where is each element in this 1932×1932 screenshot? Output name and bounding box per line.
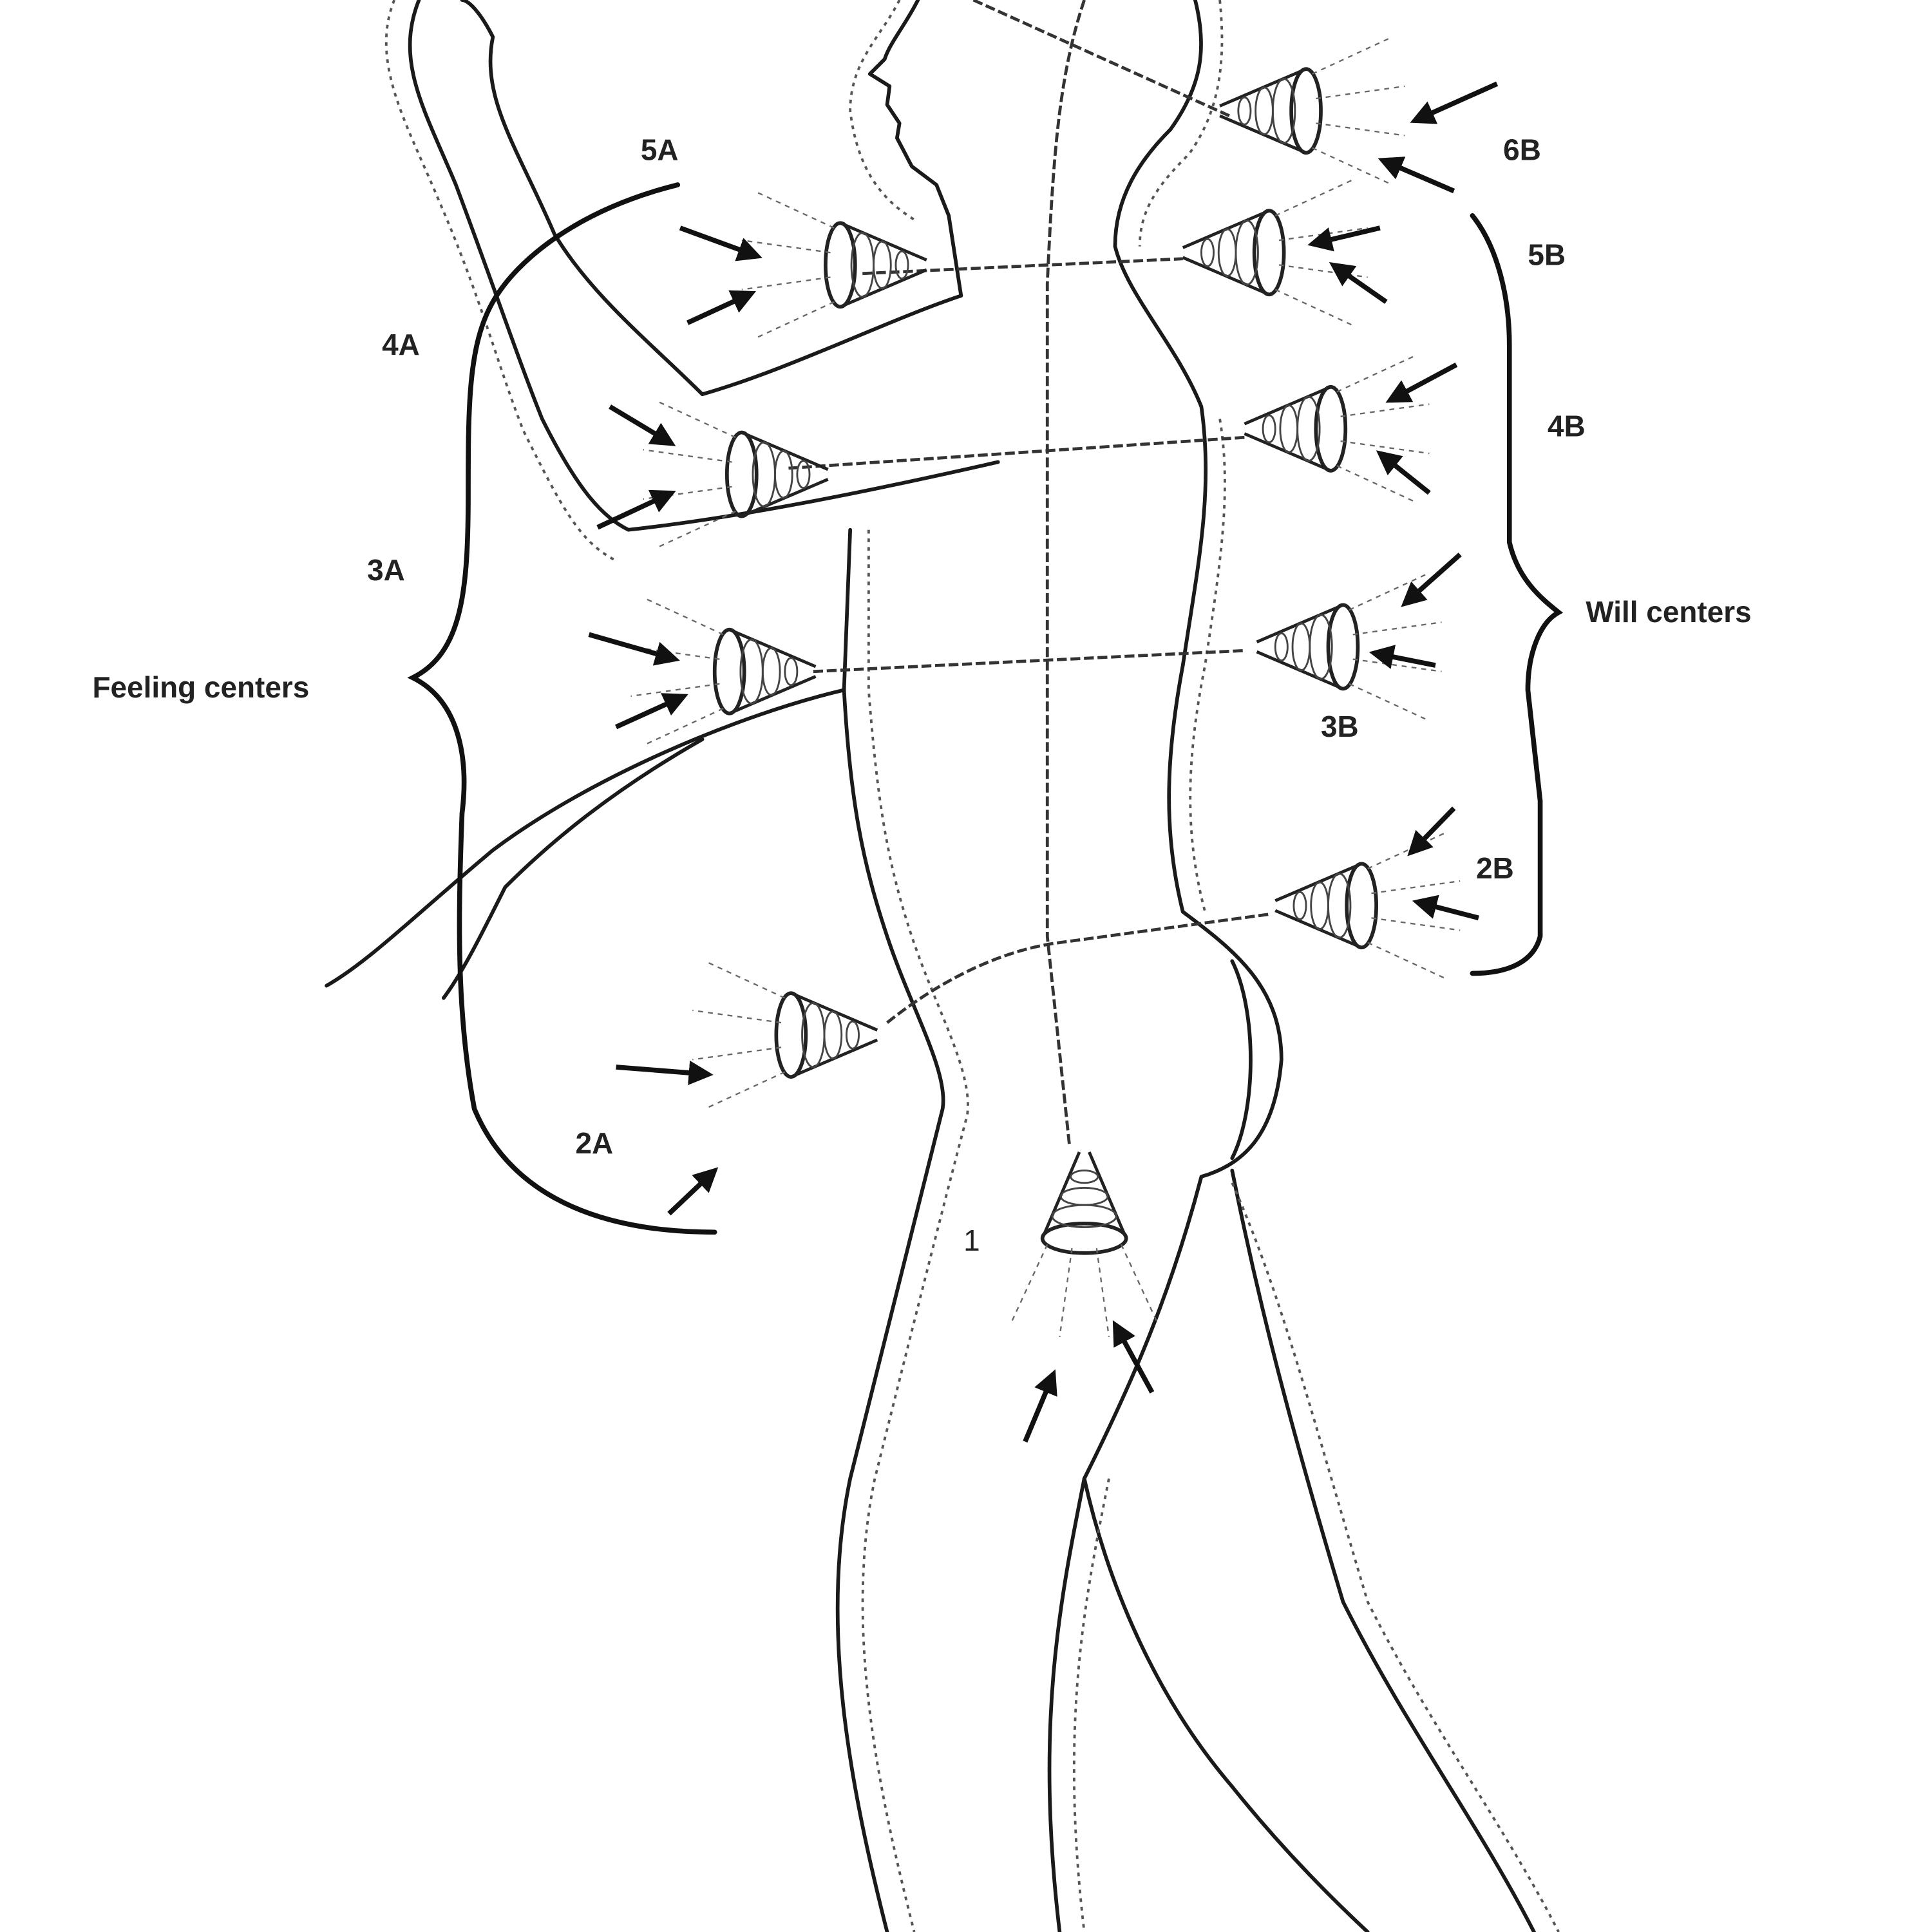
label-5a: 5A [641,133,679,167]
center-1-cone [1010,1152,1159,1337]
will-centers-brace [1470,213,1564,976]
center-4b-cone [1244,355,1429,503]
label-1: 1 [963,1224,980,1257]
label-2a: 2A [575,1126,613,1160]
label-5b: 5B [1528,238,1566,271]
label-3b: 3B [1321,710,1359,743]
center-6b-cone [1220,37,1405,185]
energy-arrows [588,81,1499,1443]
feeling-centers-brace [407,182,717,1235]
center-5b-cone [1183,178,1368,327]
center-3a-cone [631,598,816,746]
will-centers-label: Will centers [1586,595,1751,629]
label-4b: 4B [1548,409,1586,442]
center-2a-cone [692,961,877,1109]
label-6b: 6B [1503,133,1541,167]
center-5a-cone [742,191,927,339]
feeling-centers-label: Feeling centers [92,670,309,704]
energy-channels [788,0,1269,1146]
body-outline [325,0,1560,1932]
label-2b: 2B [1476,851,1514,885]
label-4a: 4A [382,328,420,361]
label-3a: 3A [367,553,405,587]
